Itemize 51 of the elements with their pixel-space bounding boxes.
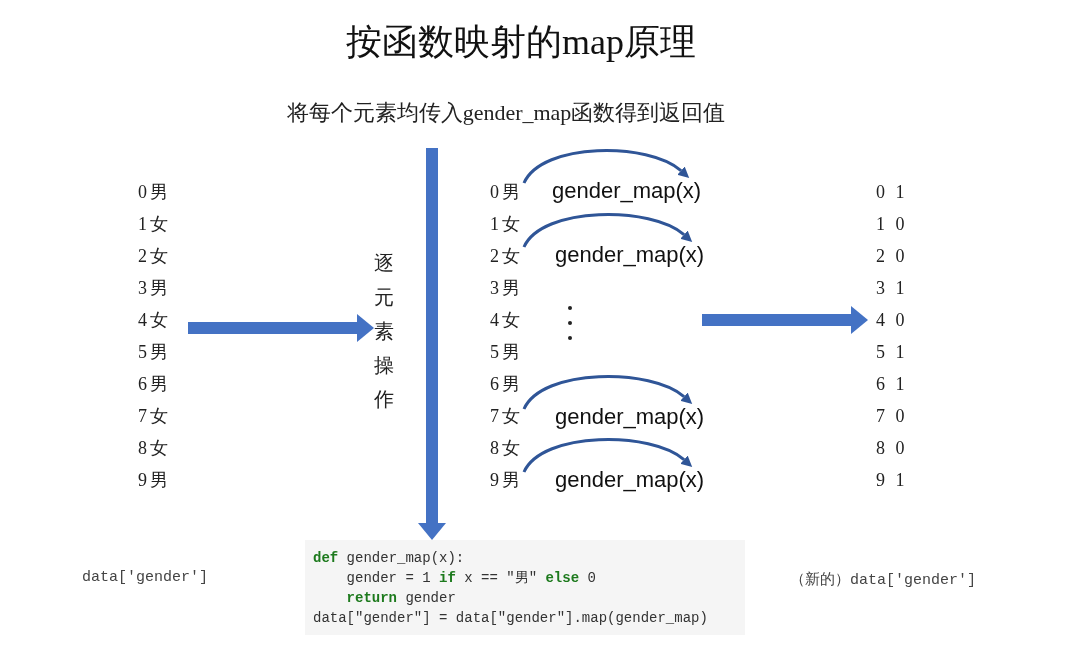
index-value-text: 7 0 xyxy=(876,405,908,427)
index-value-text: 9 1 xyxy=(876,469,908,491)
curved-arrow xyxy=(522,149,691,184)
index-value-text: 3 1 xyxy=(876,277,908,299)
caption-text: data['gender'] xyxy=(82,568,209,588)
index-value-text: 6男 xyxy=(138,373,171,395)
index-value-text: 4女 xyxy=(490,309,523,331)
index-value-text: 1 0 xyxy=(876,213,908,235)
index-value-text: 0 1 xyxy=(876,181,908,203)
code-line: return gender xyxy=(346,589,456,608)
curved-arrow xyxy=(522,438,694,473)
index-value-text: 3男 xyxy=(490,277,523,299)
caption-text: （新的）data['gender'] xyxy=(790,571,977,591)
index-value-text: 0男 xyxy=(490,181,523,203)
index-value-text: 9男 xyxy=(490,469,523,491)
index-value-text: 4 0 xyxy=(876,309,908,331)
index-value-text: 7女 xyxy=(138,405,171,427)
code-line: gender = 1 if x == "男" else 0 xyxy=(346,569,596,588)
block-arrow xyxy=(188,314,374,342)
index-value-text: 5 1 xyxy=(876,341,908,363)
index-value-text: 5男 xyxy=(490,341,523,363)
index-value-text: 2 0 xyxy=(876,245,908,267)
curved-arrow xyxy=(522,375,694,410)
index-value-text: 9男 xyxy=(138,469,171,491)
function-label: gender_map(x) xyxy=(552,178,702,204)
index-value-text: 8女 xyxy=(490,437,523,459)
block-arrow xyxy=(418,148,446,540)
function-label: gender_map(x) xyxy=(555,242,705,268)
curved-arrow xyxy=(522,213,694,248)
vertical-label: 逐元素操作 xyxy=(374,246,394,416)
index-value-text: 1女 xyxy=(490,213,523,235)
index-value-text: 5男 xyxy=(138,341,171,363)
index-value-text: 6 1 xyxy=(876,373,908,395)
index-value-text: 6男 xyxy=(490,373,523,395)
index-value-text: 2女 xyxy=(138,245,171,267)
code-line: def gender_map(x): xyxy=(313,549,465,568)
index-value-text: 0男 xyxy=(138,181,171,203)
function-label: gender_map(x) xyxy=(555,467,705,493)
index-value-text: 7女 xyxy=(490,405,523,427)
index-value-text: 1女 xyxy=(138,213,171,235)
title: 按函数映射的map原理 xyxy=(346,21,696,64)
code-block xyxy=(305,540,745,635)
index-value-text: 4女 xyxy=(138,309,171,331)
code-line: data["gender"] = data["gender"].map(gender_map) xyxy=(313,609,708,628)
index-value-text: 2女 xyxy=(490,245,523,267)
index-value-text: 8女 xyxy=(138,437,171,459)
index-value-text: 3男 xyxy=(138,277,171,299)
index-value-text: 8 0 xyxy=(876,437,908,459)
block-arrow xyxy=(702,306,868,334)
function-label: gender_map(x) xyxy=(555,404,705,430)
heading-text: 将每个元素均传入gender_map函数得到返回值 xyxy=(286,99,726,127)
